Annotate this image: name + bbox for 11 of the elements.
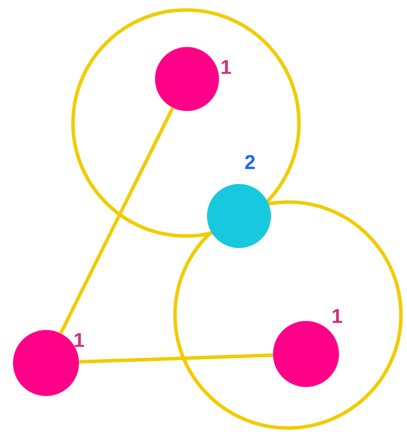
line (59, 107, 174, 334)
dot (155, 47, 219, 111)
dot (207, 184, 271, 248)
number-label: 1 (222, 60, 231, 74)
line (79, 353, 273, 364)
dot (273, 321, 339, 387)
number-label: 1 (332, 309, 342, 323)
ring (71, 8, 301, 238)
ring (173, 200, 403, 430)
number-label: 1 (74, 333, 84, 347)
number-label: 2 (245, 155, 255, 169)
